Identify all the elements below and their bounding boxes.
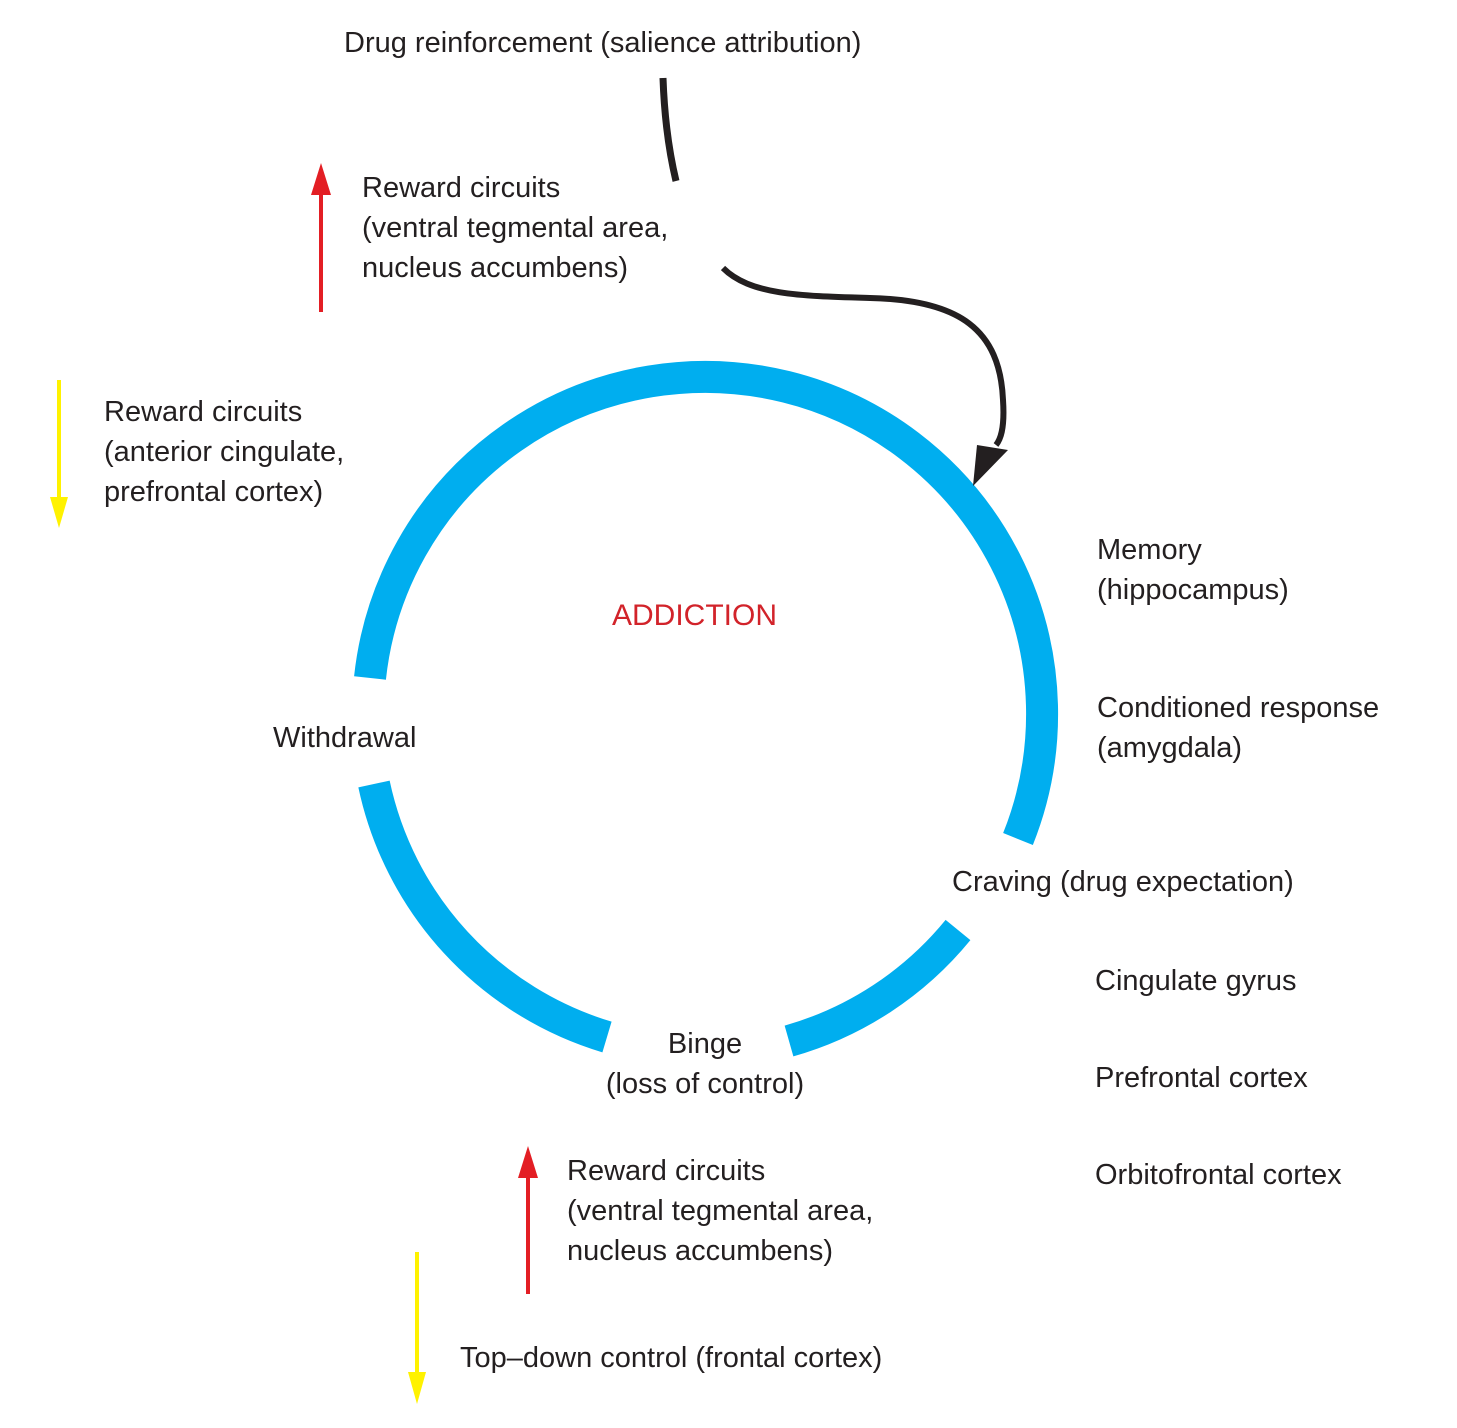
bottom-reward-circuits-label: Reward circuits (ventral tegmental area,… [567,1151,873,1271]
label-line: (ventral tegmental area, [362,212,669,244]
region-cingulate-gyrus: Cingulate gyrus [1095,961,1297,1001]
stage-label: Craving (drug expectation) [952,866,1294,898]
region-conditioned-response: Conditioned response (amygdala) [1097,688,1379,768]
label-line: Reward circuits [104,396,303,428]
yellow-down-arrow-icon [408,1252,426,1404]
stage-label: Withdrawal [273,722,417,754]
yellow-down-arrow-icon [50,380,68,528]
label-line: Orbitofrontal cortex [1095,1159,1342,1191]
label-line: Reward circuits [567,1155,766,1187]
stage-withdrawal: Withdrawal [273,718,416,758]
label-line: Top–down control (frontal cortex) [460,1342,883,1374]
upper-reward-circuits-label: Reward circuits (ventral tegmental area,… [362,168,668,288]
label-line: (anterior cingulate, [104,436,345,468]
region-orbitofrontal-cortex: Orbitofrontal cortex [1095,1155,1342,1195]
label-line: Cingulate gyrus [1095,965,1297,997]
red-up-arrow-icon [518,1146,538,1294]
red-up-arrow-icon [311,163,331,312]
drug-reinforcement-label: Drug reinforcement (salience attribution… [344,23,861,63]
reinforcement-flow-line [659,77,680,182]
label-line: nucleus accumbens) [567,1235,833,1267]
top-down-control-label: Top–down control (frontal cortex) [460,1338,882,1378]
label-line: Memory [1097,534,1202,566]
center-title-text: ADDICTION [612,599,777,632]
label-line: nucleus accumbens) [362,252,628,284]
label-line: prefrontal cortex) [104,476,324,508]
cycle-arc-craving-to-binge [784,919,971,1057]
cycle-arc-binge-to-withdrawal [358,780,612,1053]
center-title: ADDICTION [612,596,777,636]
stage-craving: Craving (drug expectation) [952,862,1294,902]
stage-binge: Binge (loss of control) [555,1024,855,1104]
label-line: (hippocampus) [1097,574,1289,606]
region-memory: Memory (hippocampus) [1097,530,1289,610]
label-line: Drug reinforcement (salience attribution… [344,27,862,59]
left-reward-circuits-label: Reward circuits (anterior cingulate, pre… [104,392,344,512]
label-line: Conditioned response [1097,692,1380,724]
reinforcement-flow-arrow [720,265,1007,447]
stage-label: Binge [667,1028,743,1060]
region-prefrontal-cortex: Prefrontal cortex [1095,1058,1308,1098]
label-line: (ventral tegmental area, [567,1195,874,1227]
label-line: Reward circuits [362,172,561,204]
flow-arrowhead-icon [973,445,1008,486]
cycle-arc-withdrawal-to-craving [354,360,1059,845]
label-line: (amygdala) [1097,732,1243,764]
stage-label: (loss of control) [605,1068,805,1100]
label-line: Prefrontal cortex [1095,1062,1308,1094]
